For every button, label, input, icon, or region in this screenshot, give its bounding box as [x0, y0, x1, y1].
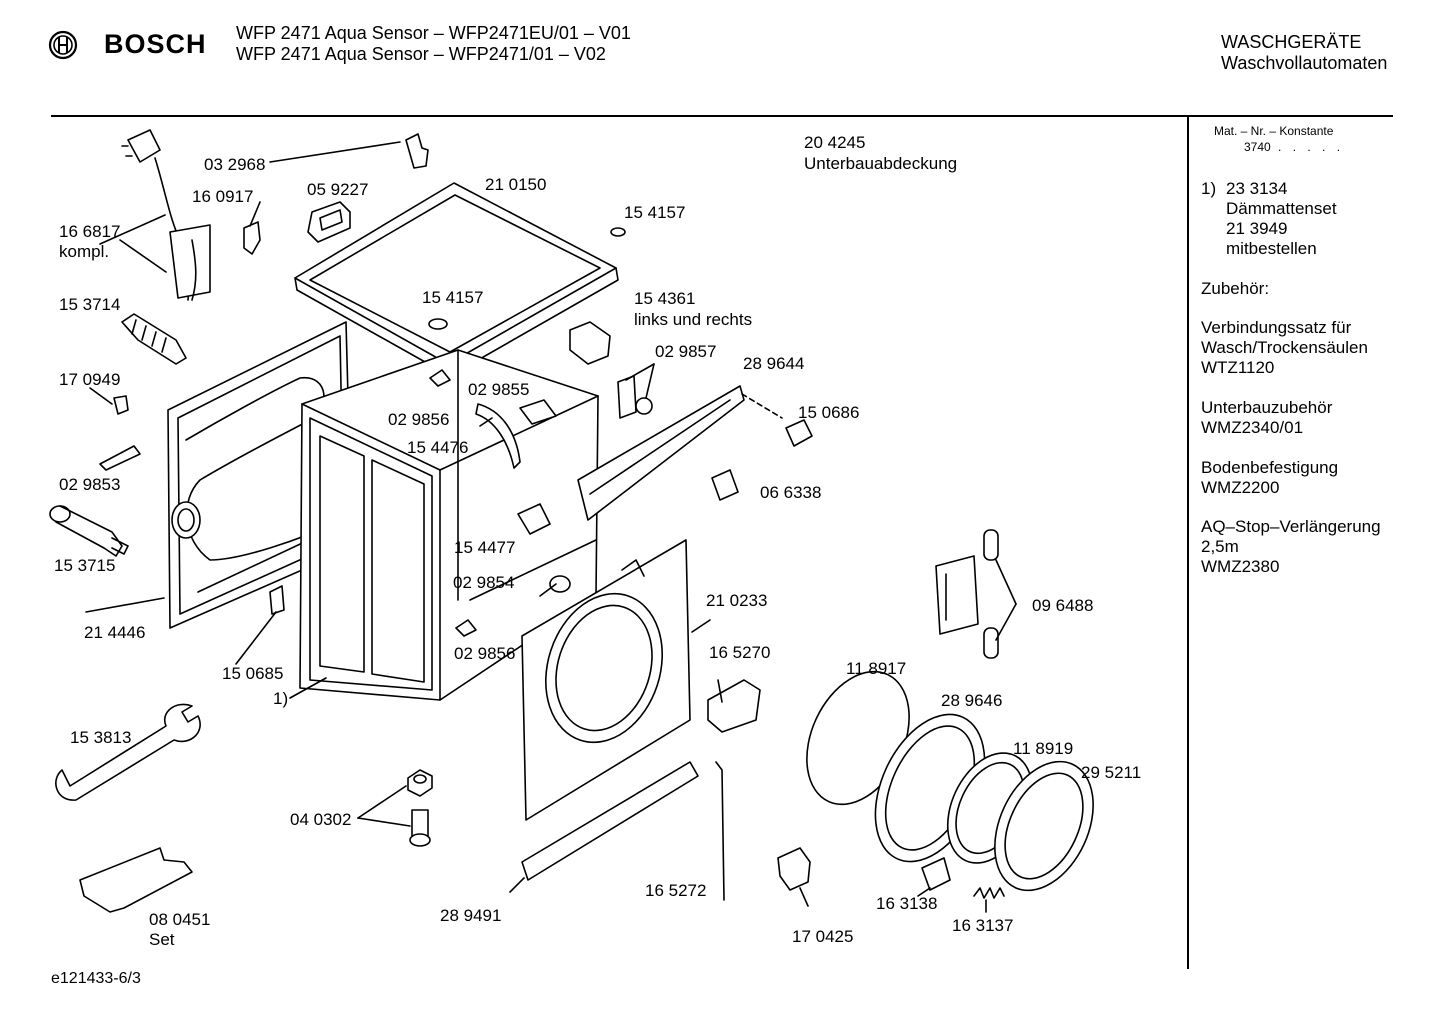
accessory-line: WMZ2200 — [1201, 478, 1280, 497]
wrench-icon — [55, 703, 201, 801]
exploded-view-drawing — [49, 129, 1094, 913]
accessory-line: AQ–Stop–Verlängerung — [1201, 517, 1381, 536]
part-number-label: 16 5270 — [709, 643, 771, 662]
part-number-label: 28 9491 — [440, 906, 502, 925]
part-number-label: 11 8919 — [1013, 739, 1074, 758]
part-number-label: 16 3138 — [876, 894, 938, 913]
accessory-line: Verbindungssatz für — [1201, 318, 1352, 337]
part-number-label: 16 3137 — [952, 916, 1014, 935]
drain-pump-icon — [49, 505, 129, 557]
mat-nr-title: Mat. – Nr. – Konstante — [1214, 124, 1334, 138]
part-number-label: 02 9854 — [453, 573, 515, 592]
part-number-label: kompl. — [59, 242, 110, 261]
accessories-title: Zubehör: — [1201, 279, 1270, 298]
model-line-2: WFP 2471 Aqua Sensor – WFP2471/01 – V02 — [236, 44, 606, 64]
part-number-label: 15 3813 — [70, 728, 132, 747]
sidebar-divider — [1187, 117, 1189, 969]
part-number-label: 15 4477 — [454, 538, 516, 557]
part-number-label: 02 9853 — [59, 475, 121, 494]
accessory-line: WMZ2340/01 — [1201, 418, 1304, 437]
part-number-label: 1) — [273, 689, 289, 708]
part-number-label: 03 2968 — [204, 155, 266, 174]
part-number-label: 04 0302 — [290, 810, 352, 829]
part-number-label: 15 4157 — [624, 203, 686, 222]
part-number-label: 02 9855 — [468, 380, 530, 399]
note-line: Dämmattenset — [1226, 199, 1337, 218]
accessory-line: WMZ2380 — [1201, 557, 1280, 576]
part-number-label: 15 3714 — [59, 295, 121, 314]
drawing-code: e121433-6/3 — [51, 970, 141, 987]
part-number-label: Unterbauabdeckung — [804, 154, 958, 173]
accessory-line: Unterbauzubehör — [1201, 398, 1333, 417]
part-number-label: 29 5211 — [1081, 763, 1142, 782]
accessory-line: Wasch/Trockensäulen — [1201, 338, 1368, 357]
brand-name: BOSCH — [104, 29, 207, 59]
accessory-line: WTZ1120 — [1201, 358, 1275, 377]
part-number-label: 17 0949 — [59, 370, 121, 389]
part-number-label: 28 9644 — [743, 354, 805, 373]
part-number-label: 16 6817 — [59, 222, 121, 241]
model-line-1: WFP 2471 Aqua Sensor – WFP2471EU/01 – V0… — [236, 23, 631, 43]
part-number-label: 20 4245 — [804, 133, 866, 152]
note-line: 21 3949 — [1226, 219, 1288, 238]
part-number-label: 16 0917 — [192, 187, 254, 206]
note-marker: 1) — [1201, 179, 1217, 198]
mat-nr-value: 3740 . . . . . — [1244, 140, 1345, 154]
note-line: 23 3134 — [1226, 179, 1288, 198]
part-number-label: 02 9856 — [454, 644, 516, 663]
part-number-label: 15 4157 — [422, 288, 484, 307]
part-number-label: 15 0686 — [798, 403, 860, 422]
part-number-label: Set — [149, 930, 175, 949]
header-rule — [51, 115, 1393, 117]
pressure-switch-icon — [121, 313, 187, 365]
part-number-label: 15 0685 — [222, 664, 284, 683]
part-number-label: 21 4446 — [84, 623, 146, 642]
part-number-label: 17 0425 — [792, 927, 854, 946]
part-number-label: 06 6338 — [760, 483, 822, 502]
part-number-label: 21 0150 — [485, 175, 547, 194]
category-title: WASCHGERÄTE — [1221, 32, 1362, 52]
category-subtitle: Waschvollautomaten — [1221, 53, 1388, 73]
part-number-label: 16 5272 — [645, 881, 707, 900]
part-number-label: 02 9856 — [388, 410, 450, 429]
part-number-label: 15 4476 — [407, 438, 469, 457]
part-number-label: 05 9227 — [307, 180, 369, 199]
part-number-label: 02 9857 — [655, 342, 717, 361]
part-number-label: 08 0451 — [149, 910, 211, 929]
part-number-label: 11 8917 — [846, 659, 907, 678]
note-line: mitbestellen — [1226, 239, 1317, 258]
part-number-label: 09 6488 — [1032, 596, 1094, 615]
part-number-label: 15 3715 — [54, 556, 116, 575]
part-number-label: 15 4361 — [634, 289, 696, 308]
accessory-line: 2,5m — [1201, 537, 1239, 556]
bosch-logo-icon — [48, 30, 78, 60]
part-number-label: links und rechts — [634, 310, 753, 329]
part-number-label: 28 9646 — [941, 691, 1003, 710]
accessory-line: Bodenbefestigung — [1201, 458, 1339, 477]
power-cord-icon — [121, 129, 211, 301]
part-number-label: 21 0233 — [706, 591, 768, 610]
